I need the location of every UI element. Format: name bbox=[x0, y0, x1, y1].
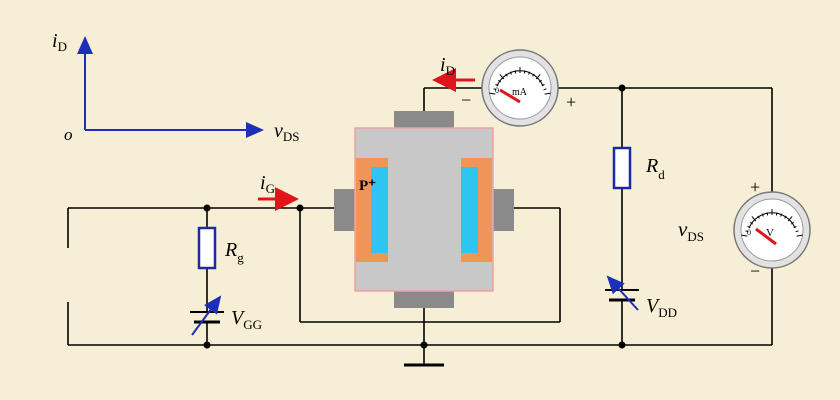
voltmeter-ticks bbox=[741, 209, 803, 237]
ammeter-ticks bbox=[489, 67, 551, 95]
scale-tick bbox=[489, 92, 496, 95]
voltmeter-needle bbox=[755, 227, 777, 246]
scale-tick bbox=[745, 230, 749, 233]
ammeter: mA 0 − + bbox=[461, 49, 576, 127]
vgg-label: VGG bbox=[231, 307, 262, 332]
voltmeter-zero: 0 bbox=[747, 228, 751, 237]
scale-tick bbox=[498, 79, 501, 83]
ammeter-plus: + bbox=[566, 92, 576, 112]
junction-dot bbox=[618, 84, 626, 92]
vgg-source bbox=[190, 295, 224, 336]
scale-tick bbox=[793, 225, 797, 229]
scale-tick bbox=[523, 70, 526, 74]
voltmeter-unit: V bbox=[766, 227, 774, 239]
scale-tick bbox=[784, 215, 787, 219]
scale-tick bbox=[509, 71, 512, 75]
junction-dot bbox=[296, 204, 304, 212]
scale-tick bbox=[787, 216, 793, 222]
scale-tick bbox=[750, 221, 753, 225]
ammeter-needle bbox=[499, 88, 521, 104]
ammeter-face bbox=[488, 56, 552, 120]
resistor-rd bbox=[612, 146, 632, 190]
scale-tick bbox=[796, 234, 803, 237]
rg-label: Rg bbox=[224, 239, 244, 265]
scale-tick bbox=[757, 215, 760, 219]
voltmeter-face bbox=[740, 198, 804, 262]
depletion-left bbox=[371, 167, 388, 253]
voltmeter-minus: − bbox=[750, 261, 760, 281]
jfet-device: P⁺ bbox=[334, 111, 514, 308]
axis-origin-label: o bbox=[64, 125, 73, 144]
id-label: iD bbox=[440, 54, 455, 78]
junctions bbox=[203, 84, 626, 349]
depletion-right bbox=[461, 167, 478, 253]
gate-terminal-left bbox=[334, 189, 356, 231]
scale-tick bbox=[751, 216, 757, 222]
p-plus-label: P⁺ bbox=[359, 178, 376, 194]
scale-tick bbox=[543, 88, 547, 91]
scale-tick bbox=[795, 230, 799, 233]
vds-label: vDS bbox=[678, 217, 704, 244]
scale-tick bbox=[791, 221, 794, 225]
vgg-adjust-arrow-icon bbox=[191, 295, 222, 336]
scale-tick bbox=[544, 92, 551, 95]
source-terminal bbox=[394, 291, 454, 308]
junction-dot bbox=[420, 341, 428, 349]
scale-tick bbox=[493, 88, 497, 91]
scale-tick bbox=[539, 79, 542, 83]
voltmeter-plus: + bbox=[750, 177, 760, 197]
x-axis-label: vDS bbox=[274, 120, 300, 144]
wires bbox=[67, 87, 773, 367]
scale-tick bbox=[495, 83, 499, 87]
junction-dot bbox=[203, 341, 211, 349]
junction-dot bbox=[618, 341, 626, 349]
scale-tick bbox=[747, 225, 751, 229]
vdd-label: VDD bbox=[646, 295, 677, 320]
junction-dot bbox=[203, 204, 211, 212]
scale-tick bbox=[535, 74, 541, 80]
axes: o iD vDS bbox=[52, 30, 300, 144]
ammeter-zero: 0 bbox=[495, 86, 499, 95]
scale-tick bbox=[780, 213, 783, 217]
scale-tick bbox=[514, 70, 517, 74]
ig-label: iG bbox=[260, 172, 275, 196]
scale-tick bbox=[528, 71, 531, 75]
scale-tick bbox=[499, 74, 505, 80]
scale-tick bbox=[741, 234, 748, 237]
scale-tick bbox=[505, 73, 508, 77]
voltmeter: V 0 + − bbox=[733, 177, 811, 281]
drain-terminal bbox=[394, 111, 454, 128]
vdd-source bbox=[605, 275, 639, 311]
y-axis-label: iD bbox=[52, 30, 67, 54]
gate-terminal-right bbox=[492, 189, 514, 231]
scale-tick bbox=[775, 212, 778, 216]
scale-tick bbox=[541, 83, 545, 87]
ammeter-unit: mA bbox=[512, 87, 528, 98]
scale-tick bbox=[761, 213, 764, 217]
resistor-rg bbox=[197, 226, 217, 270]
vdd-adjust-arrow-icon bbox=[606, 275, 639, 311]
scale-tick bbox=[532, 73, 535, 77]
ammeter-minus: − bbox=[461, 90, 471, 110]
rd-label: Rd bbox=[645, 155, 665, 182]
scale-tick bbox=[766, 212, 769, 216]
